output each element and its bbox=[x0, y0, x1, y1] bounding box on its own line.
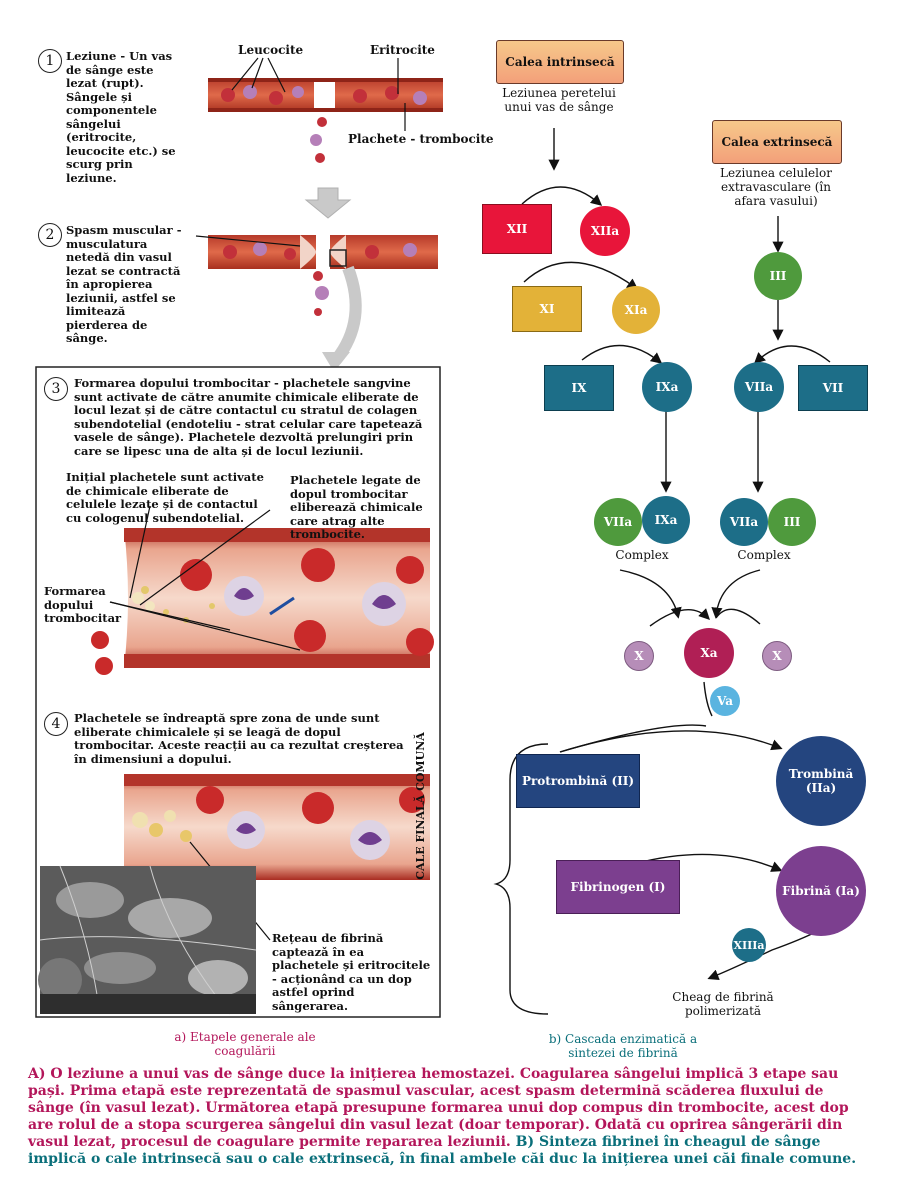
label-plug-formation: Formarea dopului trombocitar bbox=[44, 584, 122, 625]
fibrin-clot-label: Cheag de fibrină polimerizată bbox=[672, 990, 774, 1018]
intrinsic-pathway-title: Calea intrinsecă bbox=[505, 55, 615, 69]
complex1-VIIa: VIIa bbox=[594, 498, 642, 546]
vessel-illustrations bbox=[35, 57, 443, 1018]
caption-a: a) Etapele generale ale coagulării bbox=[174, 1030, 316, 1058]
step4-number: 4 bbox=[44, 712, 68, 736]
step3-note-right: Plachetele legate de dopul trombocitar e… bbox=[290, 473, 423, 541]
extrinsic-pathway-sub: Leziunea celulelor extravasculare (în af… bbox=[720, 166, 832, 208]
step4-text: Plachetele se îndreaptă spre zona de und… bbox=[74, 711, 404, 766]
complex1-label: Complex bbox=[615, 548, 669, 562]
fibrinogen-box: Fibrinogen (I) bbox=[556, 860, 680, 914]
step2-number: 2 bbox=[38, 223, 62, 247]
factor-Xa: Xa bbox=[684, 628, 734, 678]
caption-part-b: B) Sinteza fibrinei în cheagul de sânge … bbox=[28, 1134, 857, 1167]
intrinsic-pathway-sub: Leziunea peretelui unui vas de sânge bbox=[502, 86, 616, 114]
complex2-III: III bbox=[768, 498, 816, 546]
vessel-step4 bbox=[124, 774, 430, 941]
step3-text: Formarea dopului trombocitar - plachetel… bbox=[74, 376, 423, 458]
label-eritrocite: Eritrocite bbox=[370, 43, 435, 57]
cascade-connectors bbox=[493, 128, 831, 1015]
factor-X-left: X bbox=[624, 641, 654, 671]
vessel-step2 bbox=[195, 235, 438, 372]
complex2-VIIa: VIIa bbox=[720, 498, 768, 546]
factor-XI: XI bbox=[512, 286, 582, 332]
trombina-circle: Trombină (IIa) bbox=[776, 736, 866, 826]
protrombina-box: Protrombină (II) bbox=[516, 754, 640, 808]
factor-III: III bbox=[754, 252, 802, 300]
factor-XIa: XIa bbox=[612, 286, 660, 334]
step3-note-left: Inițial plachetele sunt activate de chim… bbox=[66, 470, 264, 525]
caption-b: b) Cascada enzimatică a sintezei de fibr… bbox=[548, 1032, 698, 1060]
factor-XII: XII bbox=[482, 204, 552, 254]
factor-IXa: IXa bbox=[642, 362, 692, 412]
fibrin-micrograph bbox=[38, 865, 257, 1015]
step1-text: Leziune - Un vas de sânge este lezat (ru… bbox=[66, 49, 176, 185]
factor-XIIa: XIIa bbox=[580, 206, 630, 256]
vessel-step1 bbox=[208, 57, 443, 163]
complex2-label: Complex bbox=[737, 548, 791, 562]
step3-number: 3 bbox=[44, 377, 68, 401]
step1-number: 1 bbox=[38, 49, 62, 73]
factor-X-right: X bbox=[762, 641, 792, 671]
factor-VIIa: VIIa bbox=[734, 362, 784, 412]
common-pathway-label: CALE FINALĂ COMUNĂ bbox=[414, 732, 427, 880]
figure-caption: A) O leziune a unui vas de sânge duce la… bbox=[28, 1066, 873, 1168]
factor-IX: IX bbox=[544, 365, 614, 411]
vessel-step3 bbox=[91, 505, 434, 675]
label-plachete: Plachete - trombocite bbox=[348, 132, 494, 146]
fibrin-network-note: Rețeau de fibrină capteazǎ în ea plachet… bbox=[272, 931, 431, 1013]
caption-part-a: A) O leziune a unui vas de sânge duce la… bbox=[28, 1066, 849, 1150]
factor-Va: Va bbox=[710, 686, 740, 716]
fibrina-circle: Fibrină (Ia) bbox=[776, 846, 866, 936]
intrinsic-pathway-box: Calea intrinsecă bbox=[496, 40, 624, 84]
step2-text: Spasm muscular - musculatura netedă din … bbox=[66, 223, 182, 345]
factor-VII: VII bbox=[798, 365, 868, 411]
label-leucocite: Leucocite bbox=[238, 43, 304, 57]
extrinsic-pathway-box: Calea extrinsecă bbox=[712, 120, 842, 164]
complex1-IXa: IXa bbox=[642, 496, 690, 544]
factor-XIIIa: XIIIa bbox=[732, 928, 766, 962]
extrinsic-pathway-title: Calea extrinsecă bbox=[721, 135, 833, 149]
